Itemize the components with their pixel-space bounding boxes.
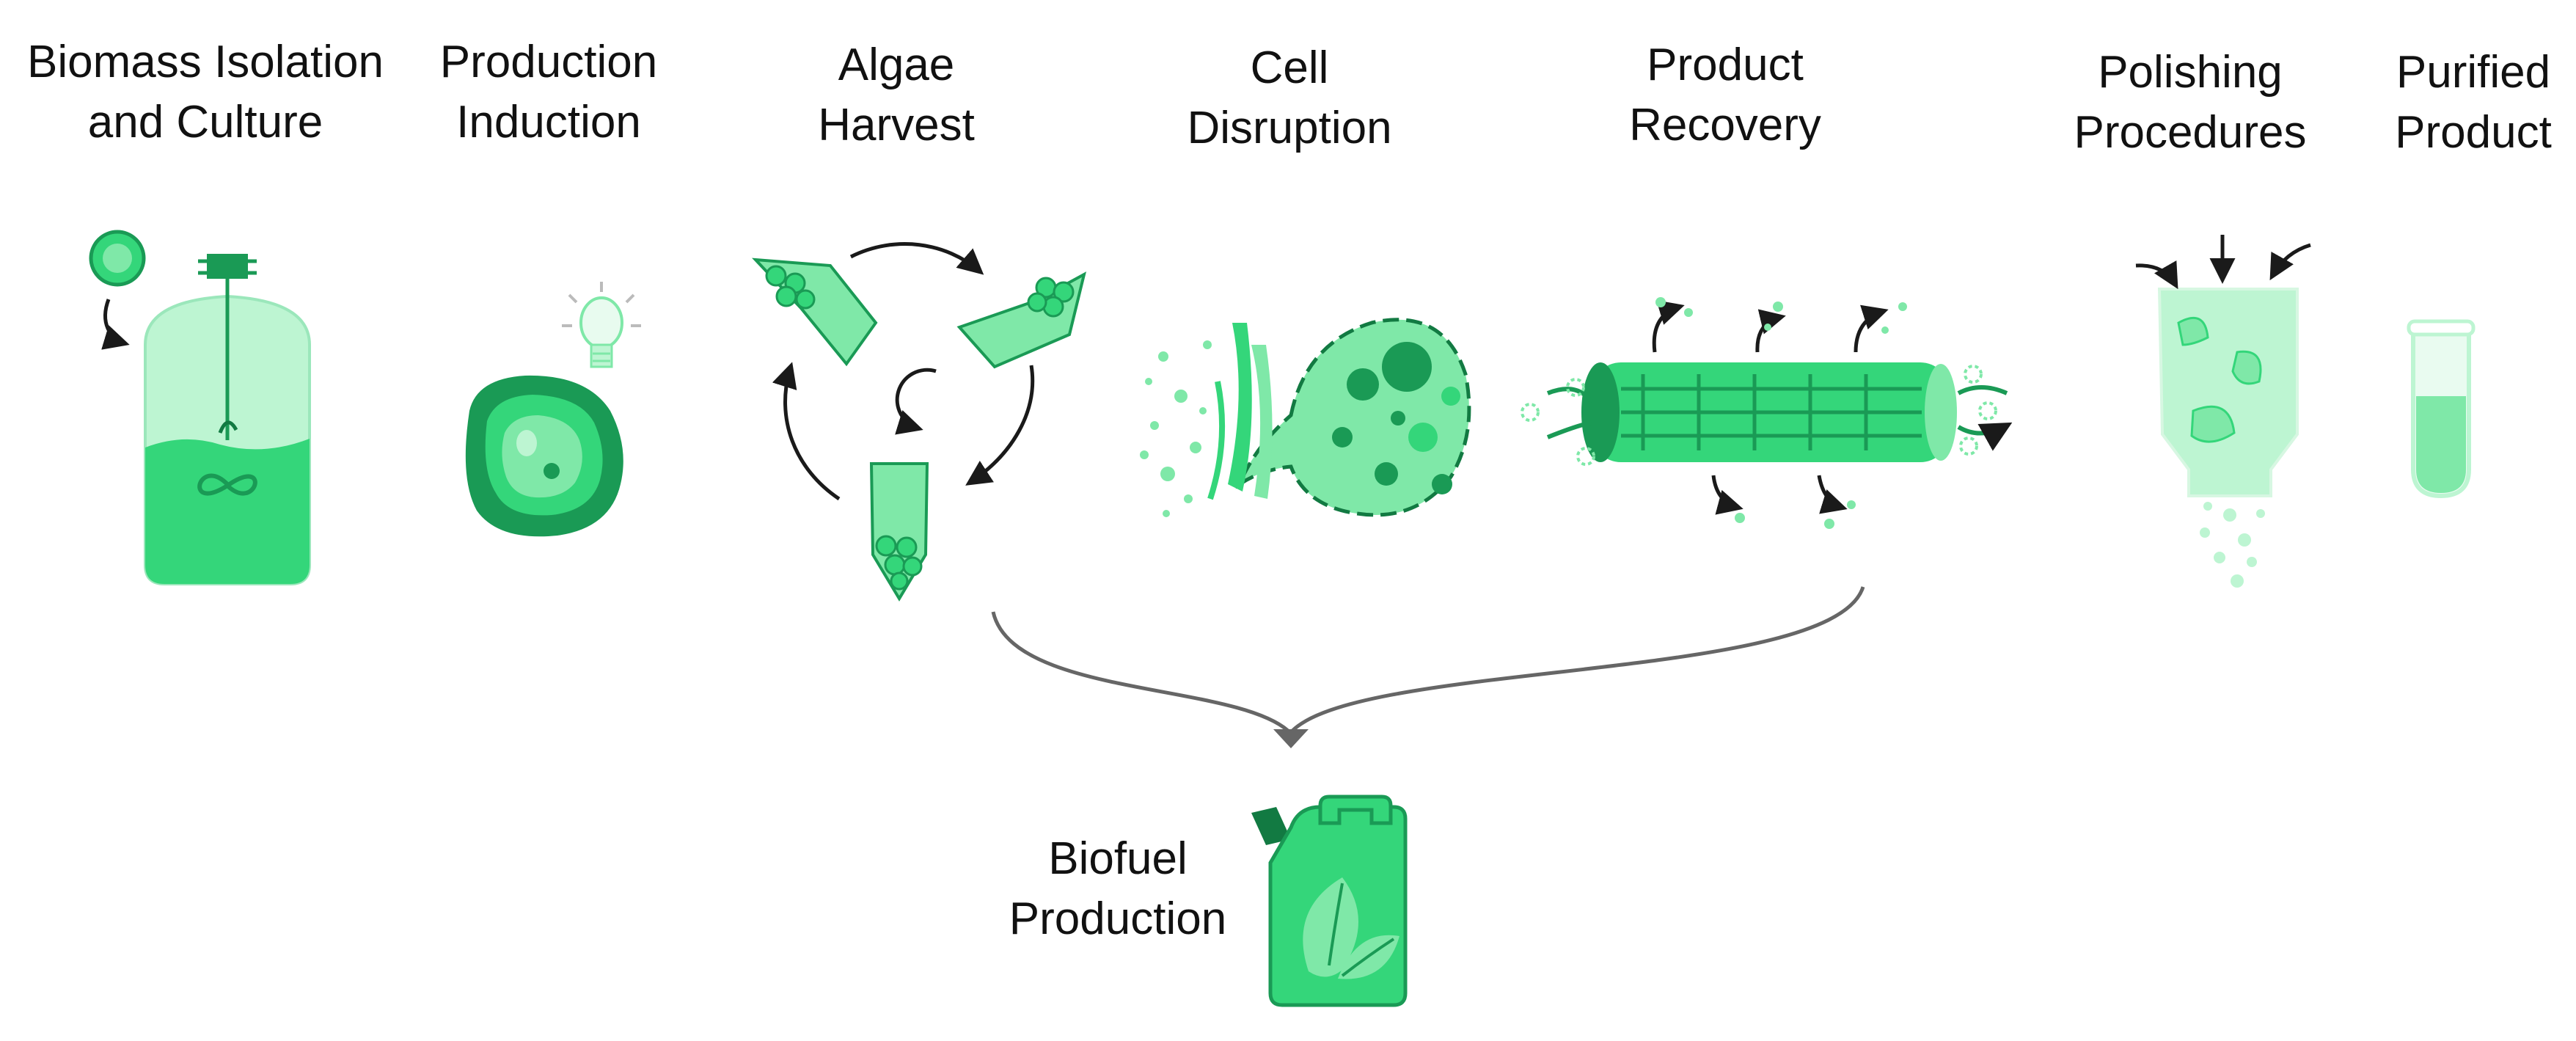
stage-label-recovery: Product Recovery xyxy=(1629,35,1821,156)
polishing-column-icon xyxy=(2135,235,2311,588)
stage-label-harvest: Algae Harvest xyxy=(818,35,975,156)
biofuel-label: Biofuel Production xyxy=(1009,829,1226,949)
stage-label-purified-line1: Purified xyxy=(2396,47,2551,98)
lightbulb-icon xyxy=(562,282,641,368)
stage-label-biomass-line1: Biomass Isolation xyxy=(27,37,384,87)
stage-label-polishing-line2: Procedures xyxy=(2074,107,2307,158)
centrifuge-tubes-icon xyxy=(752,242,1087,602)
seed-arrow-icon xyxy=(101,299,130,350)
stage-label-biomass-line2: and Culture xyxy=(87,97,323,147)
ruptured-cell-icon xyxy=(1140,318,1471,517)
membrane-filter-icon xyxy=(1521,297,2007,529)
algae-cell-icon xyxy=(465,375,623,537)
stage-label-harvest-line1: Algae xyxy=(838,40,955,90)
stage-label-biomass: Biomass Isolation and Culture xyxy=(27,32,384,153)
stage-label-polishing-line1: Polishing xyxy=(2098,47,2283,98)
stage-label-recovery-line1: Product xyxy=(1647,40,1804,90)
test-tube-icon xyxy=(2407,319,2476,499)
stage-label-harvest-line2: Harvest xyxy=(818,100,975,150)
stage-label-disruption-line2: Disruption xyxy=(1187,103,1392,153)
stage-label-purified: Purified Product xyxy=(2395,43,2552,163)
leaf-icon xyxy=(1303,877,1358,977)
biofuel-label-line1: Biofuel xyxy=(1048,833,1188,884)
fuel-canister-icon xyxy=(1251,795,1408,1007)
stage-label-polishing: Polishing Procedures xyxy=(2074,43,2306,163)
bioreactor-icon xyxy=(89,230,311,585)
rotate-icon xyxy=(895,368,937,435)
biofuel-connector-arrow xyxy=(991,586,1865,748)
stage-label-recovery-line2: Recovery xyxy=(1629,100,1821,150)
biofuel-label-line2: Production xyxy=(1009,894,1227,944)
stage-label-purified-line2: Product xyxy=(2395,107,2552,158)
stage-label-disruption: Cell Disruption xyxy=(1187,38,1391,158)
stage-label-disruption-line1: Cell xyxy=(1250,43,1329,93)
stage-label-induction-line2: Induction xyxy=(456,97,641,147)
stage-label-induction: Production Induction xyxy=(440,32,657,153)
stage-label-induction-line1: Production xyxy=(439,37,658,87)
